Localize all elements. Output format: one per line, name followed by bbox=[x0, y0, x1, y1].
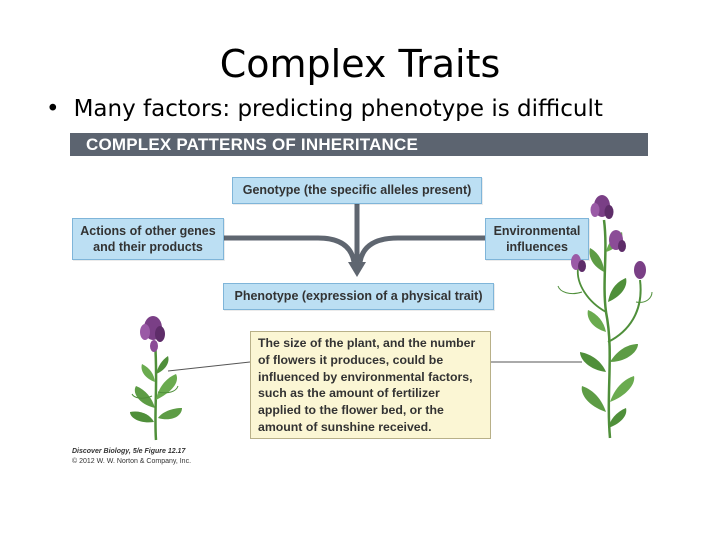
other-genes-line1: Actions of other genes bbox=[80, 223, 215, 239]
tall-flowering-plant-icon bbox=[548, 192, 658, 442]
small-flowering-plant-icon bbox=[118, 312, 198, 442]
genes-arrow-line bbox=[224, 238, 354, 262]
figure-caption: Discover Biology, 5/e Figure 12.17 © 201… bbox=[72, 447, 191, 467]
caption-source: Discover Biology, 5/e Figure 12.17 bbox=[72, 447, 191, 457]
genotype-box: Genotype (the specific alleles present) bbox=[232, 177, 482, 204]
phenotype-box: Phenotype (expression of a physical trai… bbox=[223, 283, 494, 310]
explanation-note: The size of the plant, and the number of… bbox=[250, 331, 491, 439]
other-genes-line2: and their products bbox=[80, 239, 215, 255]
environment-arrow-line bbox=[360, 238, 485, 262]
caption-copyright: © 2012 W. W. Norton & Company, Inc. bbox=[72, 457, 191, 467]
phenotype-arrowhead bbox=[348, 262, 366, 277]
